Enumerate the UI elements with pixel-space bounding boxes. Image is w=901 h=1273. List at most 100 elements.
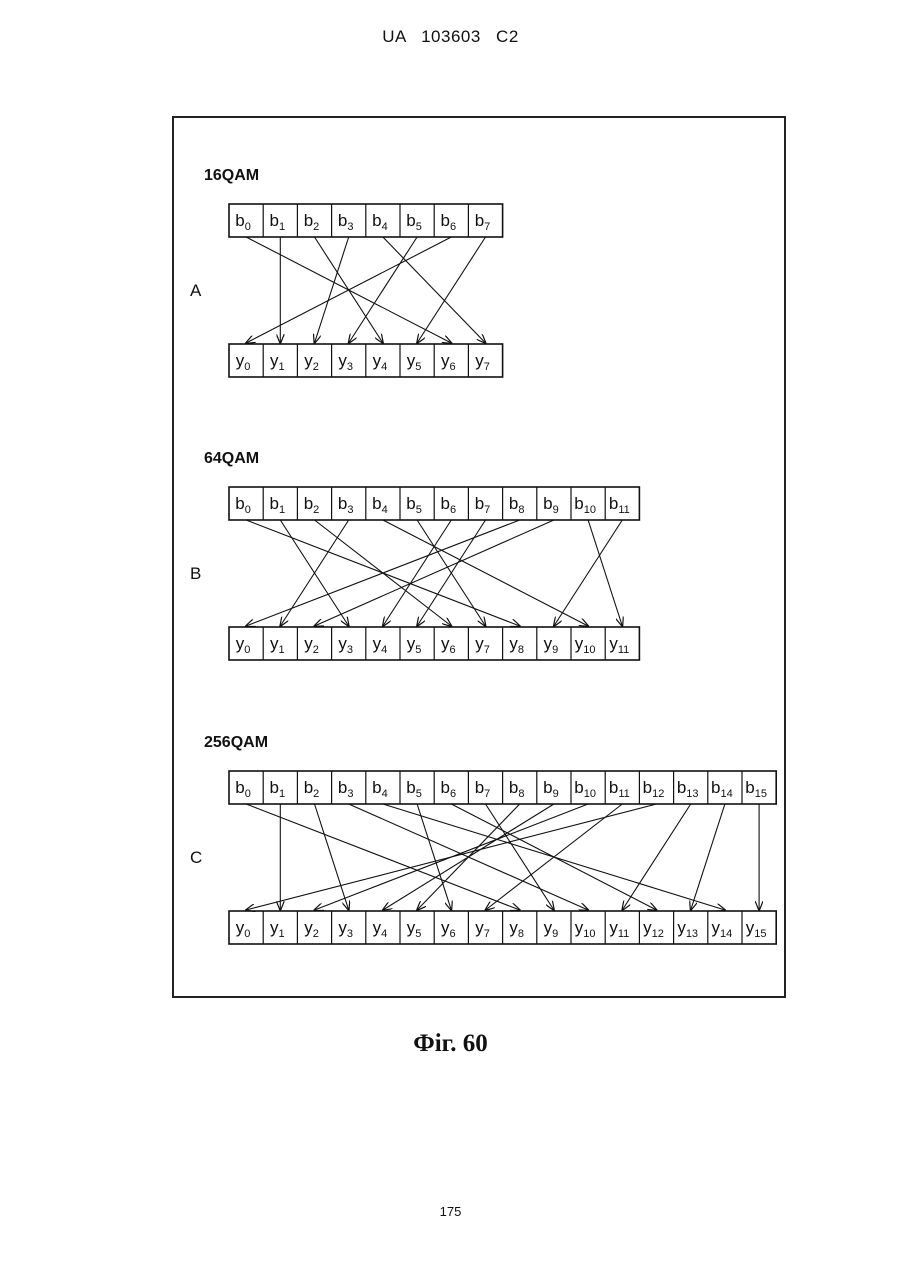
panel-b: 64QAM Bb0 b1 b2 b3 b4 b5 b6 b7 b8 b9 b10 b11 y0 y1 y2 y3… [190,450,639,660]
top-cell-b3: b3 [338,211,354,233]
bottom-cell-y2: y2 [304,351,319,373]
panel-letter: C [190,848,202,867]
arrow-b6-to-y4 [383,520,451,626]
top-cell-b0: b0 [235,778,251,800]
arrow-b11-to-y7 [486,804,623,910]
top-cell-b4: b4 [372,494,388,516]
top-cell-b15: b15 [745,778,767,800]
patent-number-header: UA 103603 C2 [0,27,901,47]
top-cell-b7: b7 [475,494,491,516]
figure-frame: 16QAMAb0b1b2b3b4b5b6b7y0y1y2y3y4y5y6y764… [172,116,786,998]
bottom-cell-y14: y14 [712,918,733,940]
bottom-cell-y15: y15 [746,918,767,940]
bottom-cell-y12: y12 [643,918,664,940]
bottom-cell-y4: y4 [373,918,388,940]
bottom-cell-y6: y6 [441,351,456,373]
top-cell-b0: b0 [235,211,251,233]
top-cell-b2: b2 [304,778,320,800]
panel-a: 16QAMAb0b1b2b3b4b5b6b7y0y1y2y3y4y5y6y7 [190,167,503,377]
panel-letter: A [190,281,202,300]
arrow-b4-to-y10 [383,520,588,626]
bottom-cell-y0: y0 [236,634,251,656]
top-cell-b3: b3 [338,494,354,516]
panel-title: 64QAM [204,450,259,467]
panel-title: 256QAM [204,734,268,751]
top-cell-b14: b14 [711,778,733,800]
panel-c: 256QAM Cb0 b1 b2 b3 b4 b5 b6 b7 b8 b9 b10 b11 b12 b13 b… [190,734,776,944]
bottom-cell-y1: y1 [270,634,285,656]
bottom-cell-y10: y10 [575,634,596,656]
bottom-cell-y8: y8 [509,918,524,940]
top-cell-b5: b5 [406,494,422,516]
top-cell-b11: b11 [609,778,630,800]
arrow-b2-to-y3 [315,804,349,910]
bottom-cell-y2: y2 [304,634,319,656]
page-number: 175 [0,1204,901,1219]
bottom-cell-y3: y3 [338,634,353,656]
top-cell-b5: b5 [406,211,422,233]
arrow-b0-to-y8 [246,804,520,910]
bottom-cell-y7: y7 [475,634,490,656]
bottom-cell-y2: y2 [304,918,319,940]
top-cell-b6: b6 [441,211,457,233]
top-cell-b10: b10 [574,494,596,516]
top-cell-b1: b1 [270,211,286,233]
top-cell-b3: b3 [338,778,354,800]
arrow-b9-to-y2 [315,520,554,626]
bottom-cell-y4: y4 [373,351,388,373]
top-cell-b1: b1 [270,778,286,800]
top-cell-b2: b2 [304,494,320,516]
bottom-cell-y3: y3 [338,918,353,940]
figure-caption: Фіг. 60 [0,1030,901,1058]
top-cell-b7: b7 [475,211,491,233]
top-cell-b13: b13 [677,778,699,800]
top-cell-b9: b9 [543,494,559,516]
top-cell-b4: b4 [372,211,388,233]
top-cell-b4: b4 [372,778,388,800]
bottom-cell-y13: y13 [677,918,698,940]
bottom-cell-y0: y0 [236,918,251,940]
arrow-b3-to-y2 [315,237,349,343]
bottom-cell-y4: y4 [373,634,388,656]
bottom-cell-y9: y9 [544,634,559,656]
arrow-b10-to-y11 [588,520,622,626]
bottom-cell-y6: y6 [441,918,456,940]
arrow-b13-to-y11 [622,804,690,910]
bottom-cell-y9: y9 [544,918,559,940]
arrow-b11-to-y9 [554,520,622,626]
top-cell-b6: b6 [441,494,457,516]
top-cell-b8: b8 [509,494,525,516]
top-cell-b0: b0 [235,494,251,516]
top-cell-b11: b11 [609,494,630,516]
top-cell-b9: b9 [543,778,559,800]
bottom-cell-y7: y7 [475,918,490,940]
bottom-cell-y0: y0 [236,351,251,373]
arrow-b5-to-y3 [349,237,417,343]
top-cell-b7: b7 [475,778,491,800]
bottom-cell-y8: y8 [509,634,524,656]
top-cell-b6: b6 [441,778,457,800]
bottom-cell-y1: y1 [270,918,285,940]
panel-letter: B [190,564,201,583]
bottom-cell-y7: y7 [475,351,490,373]
arrow-b14-to-y13 [691,804,725,910]
top-cell-b8: b8 [509,778,525,800]
bottom-cell-y3: y3 [338,351,353,373]
bit-interleaving-diagram: 16QAMAb0b1b2b3b4b5b6b7y0y1y2y3y4y5y6y764… [174,118,784,996]
arrow-b9-to-y4 [383,804,554,910]
top-cell-b1: b1 [270,494,286,516]
bottom-cell-y5: y5 [407,918,422,940]
top-cell-b12: b12 [643,778,665,800]
bottom-cell-y5: y5 [407,634,422,656]
arrow-b4-to-y7 [383,237,486,343]
bottom-cell-y5: y5 [407,351,422,373]
bottom-cell-y11: y11 [609,634,629,656]
bottom-cell-y1: y1 [270,351,285,373]
bottom-cell-y10: y10 [575,918,596,940]
panel-title: 16QAM [204,167,259,184]
top-cell-b10: b10 [574,778,596,800]
arrow-b12-to-y0 [246,804,656,910]
bottom-cell-y6: y6 [441,634,456,656]
bottom-cell-y11: y11 [609,918,629,940]
top-cell-b5: b5 [406,778,422,800]
